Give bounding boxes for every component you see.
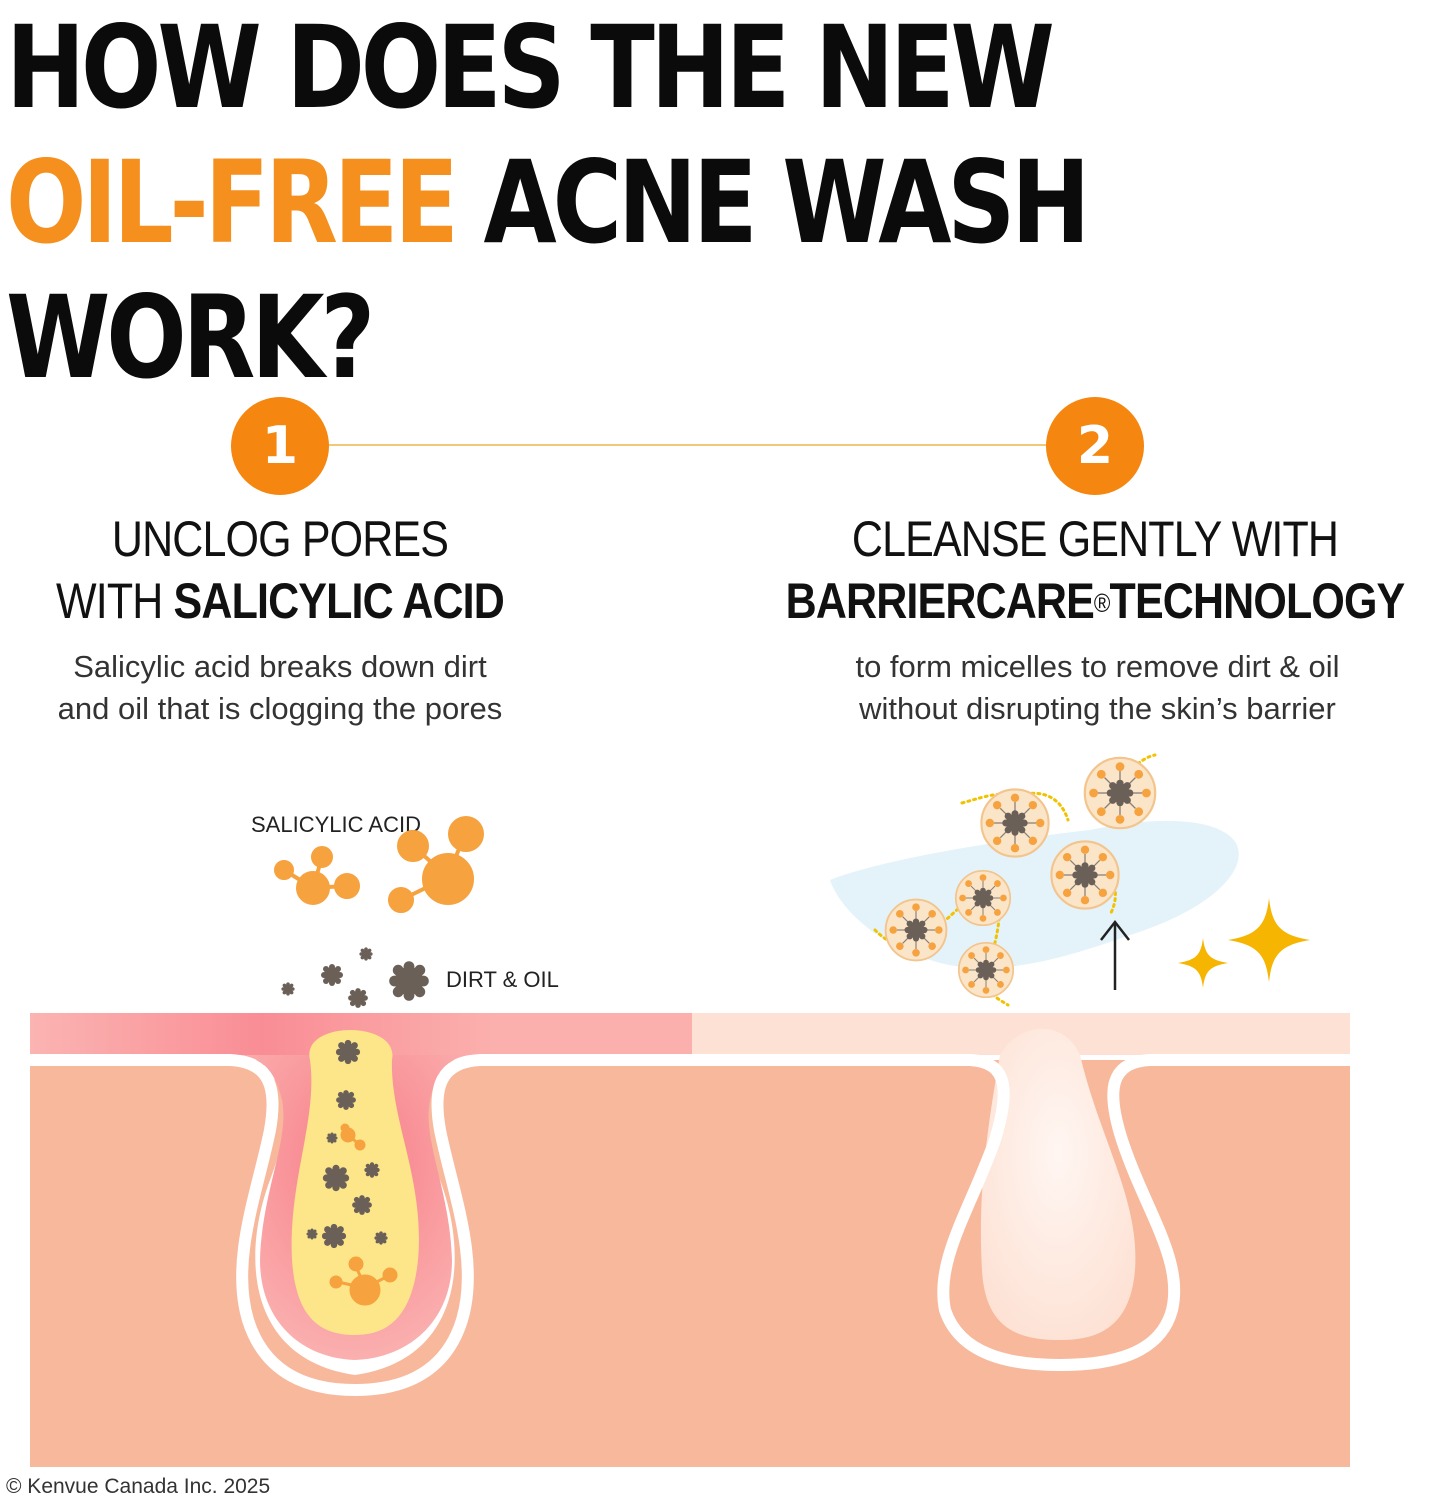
step-1-title-regular: WITH <box>56 573 174 629</box>
dirt-oil-label: DIRT & OIL <box>446 967 559 992</box>
step-1-title-bold: SALICYLIC ACID <box>173 573 505 629</box>
step-1-title-line-1: UNCLOG PORES <box>111 511 449 567</box>
headline-line-2: OIL-FREE ACNE WASH <box>6 135 1185 270</box>
salicylic-acid-label: SALICYLIC ACID <box>251 812 421 837</box>
step-1-description: Salicylic acid breaks down dirt and oil … <box>0 646 560 730</box>
step-2-description: to form micelles to remove dirt & oil wi… <box>800 646 1395 730</box>
dirt-particle-icon <box>281 947 429 1008</box>
salicylic-acid-molecule-icon-large <box>388 816 484 913</box>
clean-pore <box>980 1028 1136 1340</box>
step-connector-line <box>325 444 1050 446</box>
registered-mark: ® <box>1093 588 1110 618</box>
pore-outline-right <box>692 1054 1350 1372</box>
pore-oil-plug <box>291 1030 419 1335</box>
up-arrow-icon <box>1100 919 1130 990</box>
step-2-title: CLEANSE GENTLY WITH BARRIERCARE®TECHNOLO… <box>755 508 1434 634</box>
salicylic-acid-in-pore <box>329 1123 398 1306</box>
step-2-title-line-1: CLEANSE GENTLY WITH <box>851 511 1339 567</box>
step-1-title: UNCLOG PORES WITH SALICYLIC ACID <box>22 508 538 632</box>
pore-outline-left <box>30 1054 692 1397</box>
step-1-description-line-1: Salicylic acid breaks down dirt <box>73 649 487 684</box>
headline-line-3: WORK? <box>6 271 375 404</box>
headline-line-1: HOW DOES THE NEW <box>6 1 1055 134</box>
step-2-title-line-2: BARRIERCARE®TECHNOLOGY <box>755 570 1434 634</box>
skin-tissue <box>30 1060 1350 1467</box>
headline-accent: OIL-FREE <box>6 136 459 269</box>
sparkle-icon <box>1178 898 1310 988</box>
step-2-title-brand: BARRIERCARE <box>785 573 1095 629</box>
headline: HOW DOES THE NEW OIL-FREE ACNE WASH WORK… <box>6 0 1185 405</box>
step-2-badge: 2 <box>1046 397 1144 495</box>
skin-cross-section-illustration: SALICYLIC ACID DIRT & OIL <box>30 753 1350 1467</box>
step-1-description-line-2: and oil that is clogging the pores <box>57 691 503 726</box>
step-2-description-line-1: to form micelles to remove dirt & oil <box>855 649 1340 684</box>
step-2-description-line-2: without disrupting the skin’s barrier <box>859 691 1336 726</box>
step-1-title-line-2: WITH SALICYLIC ACID <box>22 570 538 632</box>
step-2-title-bold-after: TECHNOLOGY <box>1109 573 1406 629</box>
salicylic-acid-molecule-icon <box>274 846 360 905</box>
headline-line-2-rest: ACNE WASH <box>454 136 1091 269</box>
step-1-badge: 1 <box>231 397 329 495</box>
copyright-notice: © Kenvue Canada Inc. 2025 <box>6 1475 271 1498</box>
